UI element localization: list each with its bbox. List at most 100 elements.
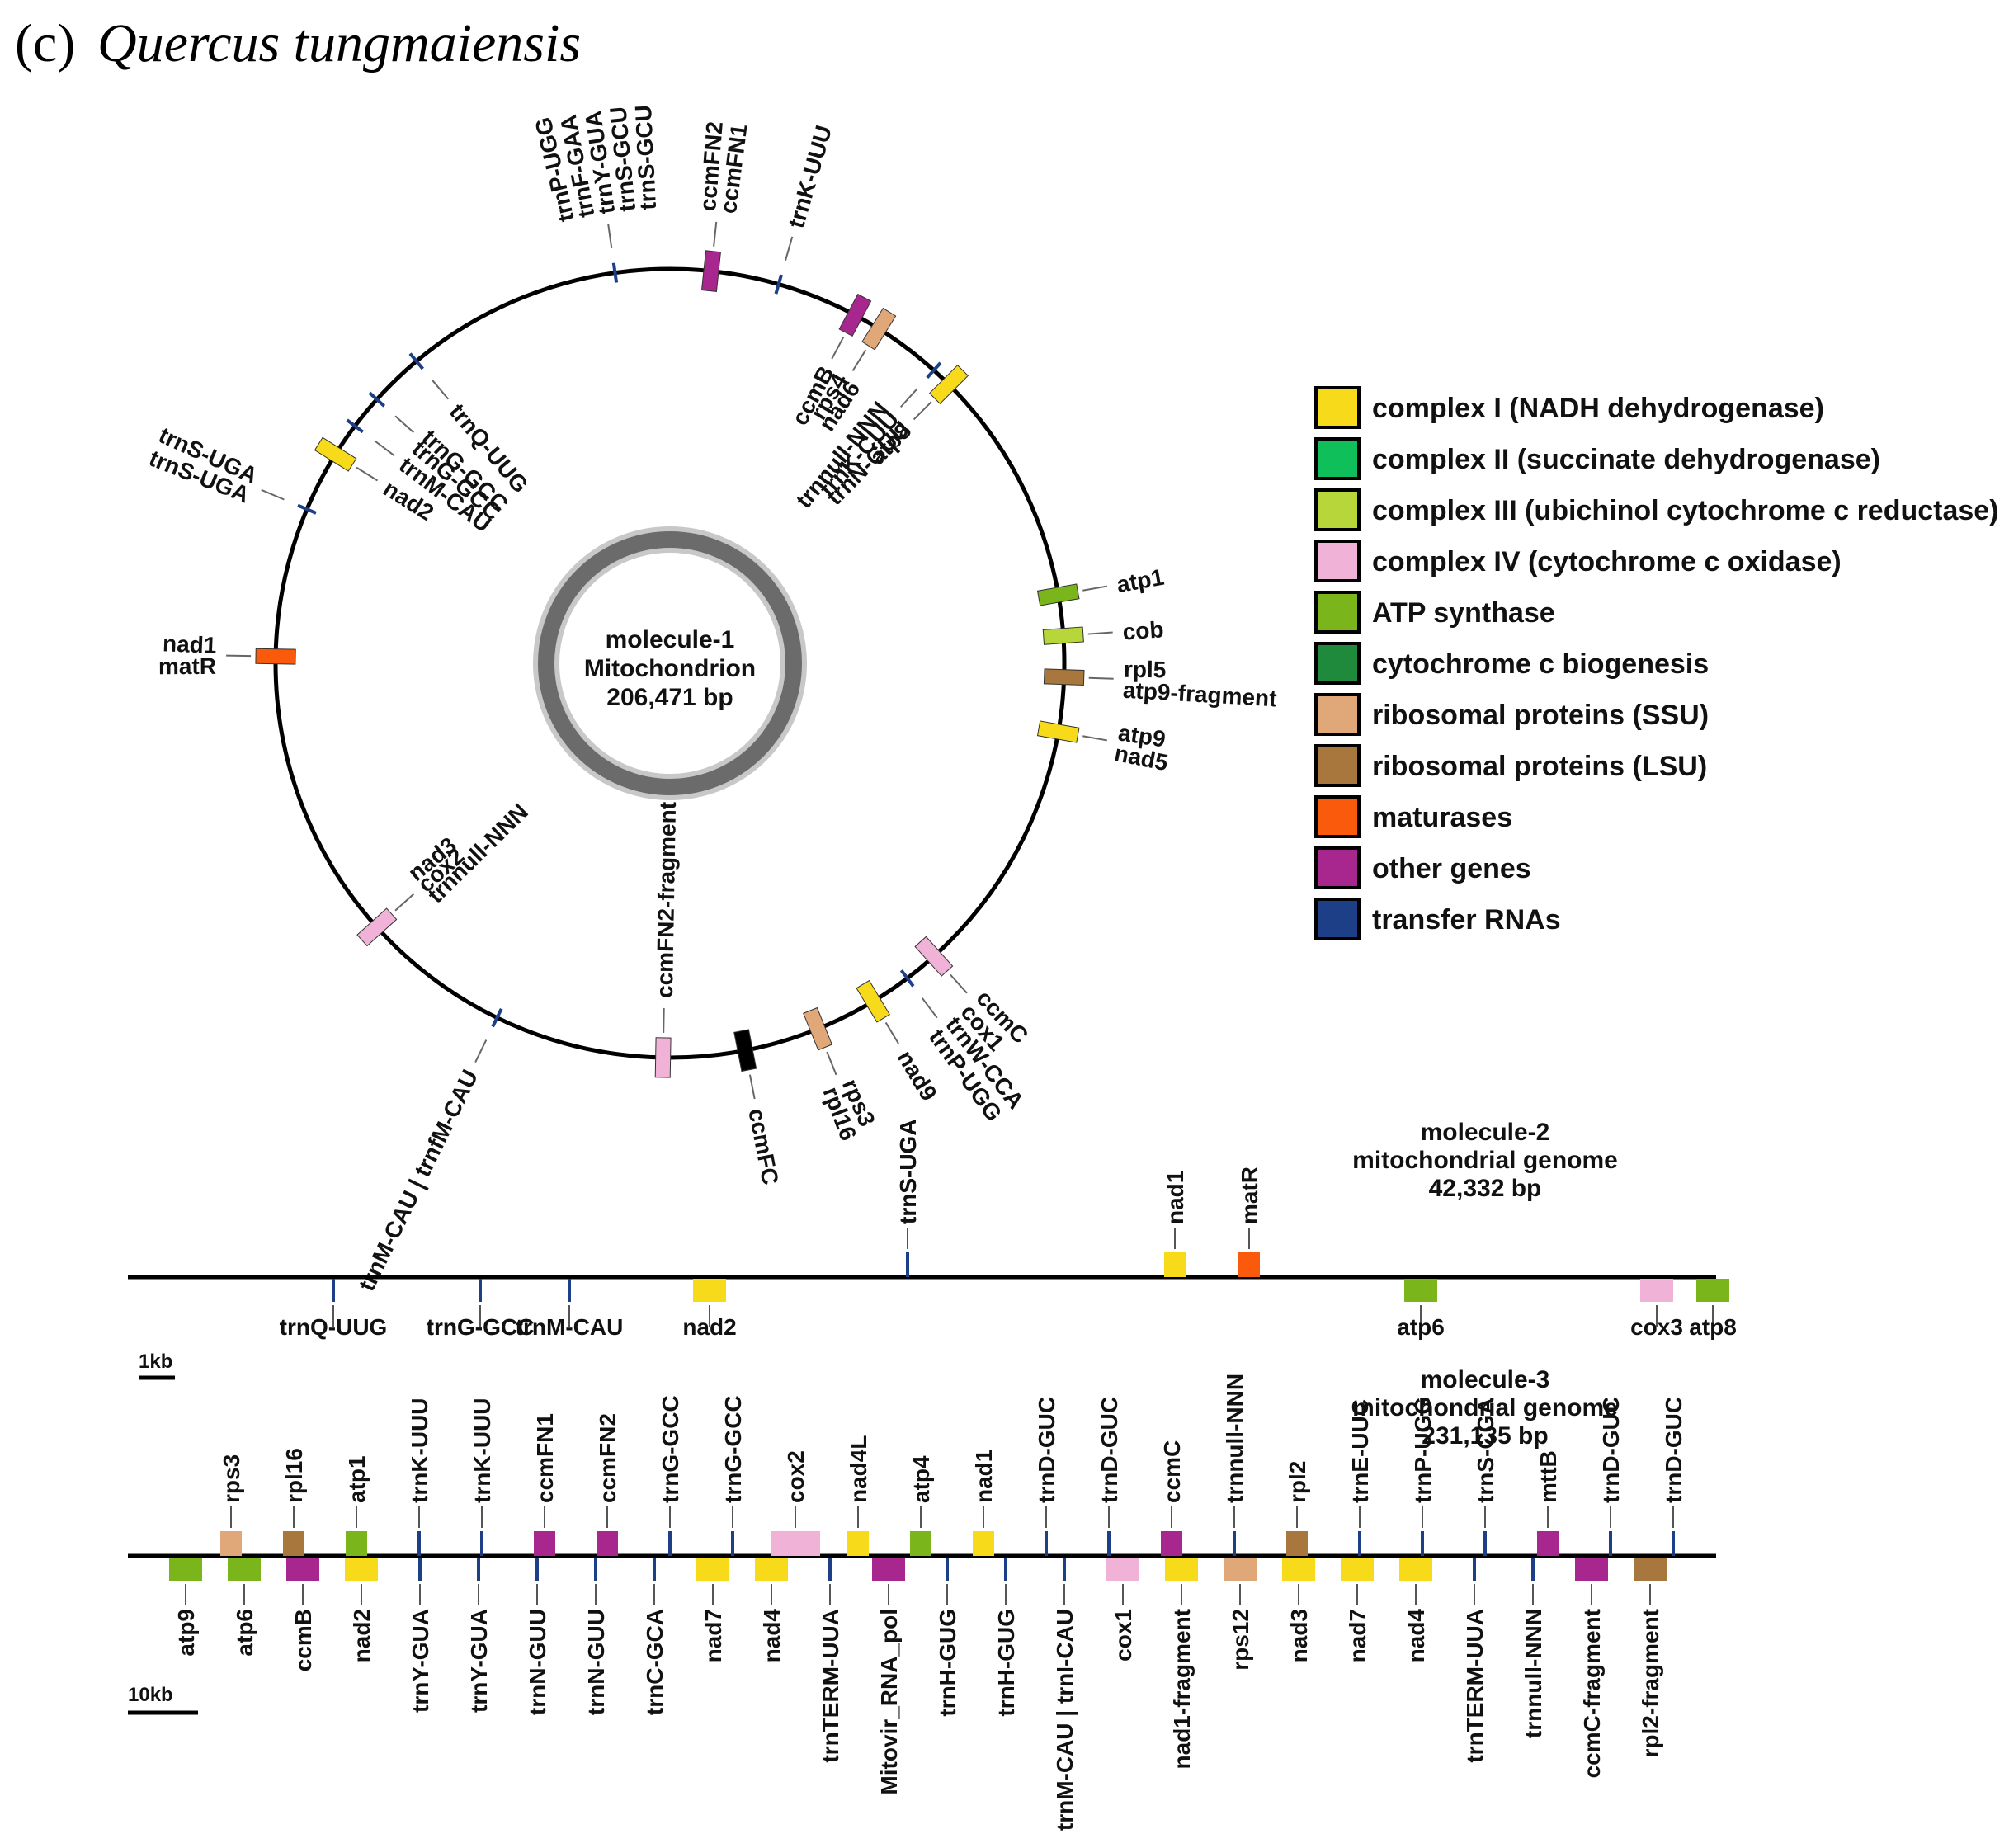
linear-gene-label: trnG-GCC bbox=[720, 1395, 746, 1503]
linear-gene-label: nad3 bbox=[1286, 1609, 1312, 1662]
linear-gene-mark bbox=[286, 1558, 319, 1581]
linear-gene-mark bbox=[1063, 1558, 1066, 1581]
linear-gene-trnnull-nnn: trnnull-NNN bbox=[1521, 1558, 1546, 1738]
circle-gene-mark bbox=[700, 250, 721, 292]
legend-swatch-cytochrome-c-biogenesis bbox=[1314, 642, 1361, 685]
linear-gene-trnp-ugg: trnP-UGG bbox=[1410, 1397, 1436, 1556]
legend-swatch-complex-iv-cytochrome-c-oxidase bbox=[1314, 540, 1361, 582]
linear-gene-label: matR bbox=[1237, 1167, 1262, 1224]
circle-gene-leader bbox=[394, 415, 415, 434]
circle-gene-mark bbox=[803, 1006, 833, 1051]
linear-gene-label: atp9 bbox=[173, 1609, 199, 1657]
circle-gene-mark bbox=[774, 274, 783, 295]
linear-gene-label: atp1 bbox=[344, 1455, 370, 1503]
linear-gene-rpl2-fragment: rpl2-fragment bbox=[1634, 1558, 1667, 1757]
linear-gene-label: nad2 bbox=[349, 1609, 375, 1662]
linear-gene-label: nad2 bbox=[682, 1314, 736, 1340]
linear-gene-mark bbox=[1224, 1558, 1257, 1581]
circle-gene-mark bbox=[255, 648, 296, 665]
linear-gene-mark bbox=[283, 1531, 304, 1556]
circle-gene-leader bbox=[913, 401, 932, 421]
linear-gene-cox1: cox1 bbox=[1106, 1558, 1139, 1662]
legend-label-cytochrome-c-biogenesis: cytochrome c biogenesis bbox=[1372, 648, 1709, 680]
linear-gene-label: nad1 bbox=[971, 1450, 997, 1503]
legend-swatch-atp-synthase bbox=[1314, 591, 1361, 634]
legend-swatch-ribosomal-proteins-lsu bbox=[1314, 744, 1361, 787]
circle-gene-label: matR bbox=[158, 653, 216, 679]
linear-gene-label: nad4 bbox=[759, 1609, 785, 1663]
species-name: Quercus tungmaiensis bbox=[97, 13, 581, 73]
molecule-2-linear-map: molecule-2 mitochondrial genome 42,332 b… bbox=[128, 1119, 1737, 1380]
circle-gene-leader bbox=[1082, 735, 1108, 742]
circle-gene-leader bbox=[374, 440, 395, 457]
legend-label-complex-iv-cytochrome-c-oxidase: complex IV (cytochrome c oxidase) bbox=[1372, 546, 1842, 578]
linear-gene-mark bbox=[228, 1558, 261, 1581]
circle-gene-leader bbox=[748, 1074, 756, 1100]
linear-gene-label: Mitovir_RNA_pol bbox=[876, 1609, 902, 1795]
legend-label-complex-iii-ubichinol-cytochrome-c-reductase: complex III (ubichinol cytochrome c redu… bbox=[1372, 495, 1999, 526]
linear-gene-mark bbox=[1165, 1558, 1198, 1581]
linear-gene-label: trnM-CAU | trnI-CAU bbox=[1052, 1609, 1078, 1831]
linear-gene-mark bbox=[534, 1531, 555, 1556]
circle-gene-leader bbox=[663, 1007, 665, 1033]
linear-gene-atp9: atp9 bbox=[169, 1558, 202, 1657]
linear-gene-label: ccmC-fragment bbox=[1579, 1609, 1605, 1778]
legend-label-ribosomal-proteins-lsu: ribosomal proteins (LSU) bbox=[1372, 751, 1707, 782]
linear-gene-rps12: rps12 bbox=[1224, 1558, 1257, 1671]
linear-gene-label: rpl2-fragment bbox=[1638, 1609, 1663, 1757]
legend-label-other-genes: other genes bbox=[1372, 853, 1531, 884]
linear-gene-label: nad4 bbox=[1403, 1609, 1429, 1663]
linear-gene-label: cox1 bbox=[1111, 1609, 1136, 1662]
linear-gene-mark bbox=[1164, 1252, 1186, 1277]
linear-gene-label: trnG-GCC bbox=[658, 1395, 683, 1503]
linear-gene-label: atp6 bbox=[232, 1609, 257, 1657]
linear-gene-label: trnY-GUA bbox=[408, 1609, 433, 1713]
linear-gene-mark bbox=[696, 1558, 729, 1581]
molecule-1-type: Mitochondrion bbox=[584, 655, 756, 682]
linear-gene-ccmfn2: ccmFN2 bbox=[595, 1413, 620, 1556]
linear-gene-label: trnTERM-UUA bbox=[1462, 1609, 1488, 1763]
circle-gene-leader bbox=[261, 488, 285, 501]
linear-gene-mark bbox=[910, 1531, 931, 1556]
molecule-1-inner-ring bbox=[538, 531, 802, 795]
circle-gene-leader bbox=[826, 1051, 837, 1076]
linear-gene-mark bbox=[477, 1558, 480, 1581]
circle-gene-leader bbox=[1082, 585, 1108, 592]
linear-gene-cox3: cox3 bbox=[1630, 1279, 1683, 1340]
linear-gene-ccmb: ccmB bbox=[286, 1558, 319, 1671]
linear-gene-mark bbox=[417, 1531, 421, 1556]
linear-gene-mark bbox=[668, 1531, 672, 1556]
circle-gene-ccmfc: ccmFC bbox=[733, 1029, 783, 1187]
linear-gene-trng-gcc: trnG-GCC bbox=[658, 1395, 683, 1556]
linear-gene-trnm-cau-trni-cau: trnM-CAU | trnI-CAU bbox=[1052, 1558, 1078, 1831]
linear-gene-nad1: nad1 bbox=[971, 1450, 997, 1556]
circle-gene-mark bbox=[356, 908, 398, 947]
circle-gene-mark bbox=[408, 352, 424, 370]
linear-gene-mark bbox=[535, 1558, 539, 1581]
legend-swatch-complex-iii-ubichinol-cytochrome-c-reductase bbox=[1314, 488, 1361, 531]
legend: complex I (NADH dehydrogenase)complex II… bbox=[1314, 386, 1999, 940]
circle-gene-ccmfn2-fragment: ccmFN2-fragment bbox=[652, 802, 681, 1078]
linear-gene-trnk-uuu: trnK-UUU bbox=[407, 1398, 432, 1556]
linear-gene-label: trnK-UUU bbox=[469, 1398, 495, 1503]
circle-gene-leader bbox=[950, 974, 968, 994]
linear-gene-mark bbox=[771, 1531, 820, 1556]
linear-gene-ccmc: ccmC bbox=[1159, 1440, 1185, 1556]
circle-gene-label: trnK-UUU bbox=[783, 123, 837, 231]
linear-gene-mark bbox=[828, 1558, 832, 1581]
molecule-3-scale-label: 10kb bbox=[128, 1684, 173, 1706]
molecule-2-name: molecule-2 bbox=[1421, 1119, 1550, 1146]
linear-gene-nad7: nad7 bbox=[1341, 1558, 1374, 1662]
molecule-1-name: molecule-1 bbox=[606, 626, 735, 653]
linear-gene-mark bbox=[1609, 1531, 1612, 1556]
linear-gene-label: trnS-CGA bbox=[1473, 1398, 1498, 1503]
linear-gene-mark bbox=[418, 1558, 422, 1581]
circle-gene-leader bbox=[713, 221, 718, 247]
linear-gene-label: trnG-GCC bbox=[427, 1314, 535, 1340]
circle-gene-cob: cob bbox=[1042, 616, 1164, 645]
linear-gene-rpl16: rpl16 bbox=[281, 1448, 307, 1556]
molecule-2-scale-label: 1kb bbox=[139, 1351, 172, 1373]
